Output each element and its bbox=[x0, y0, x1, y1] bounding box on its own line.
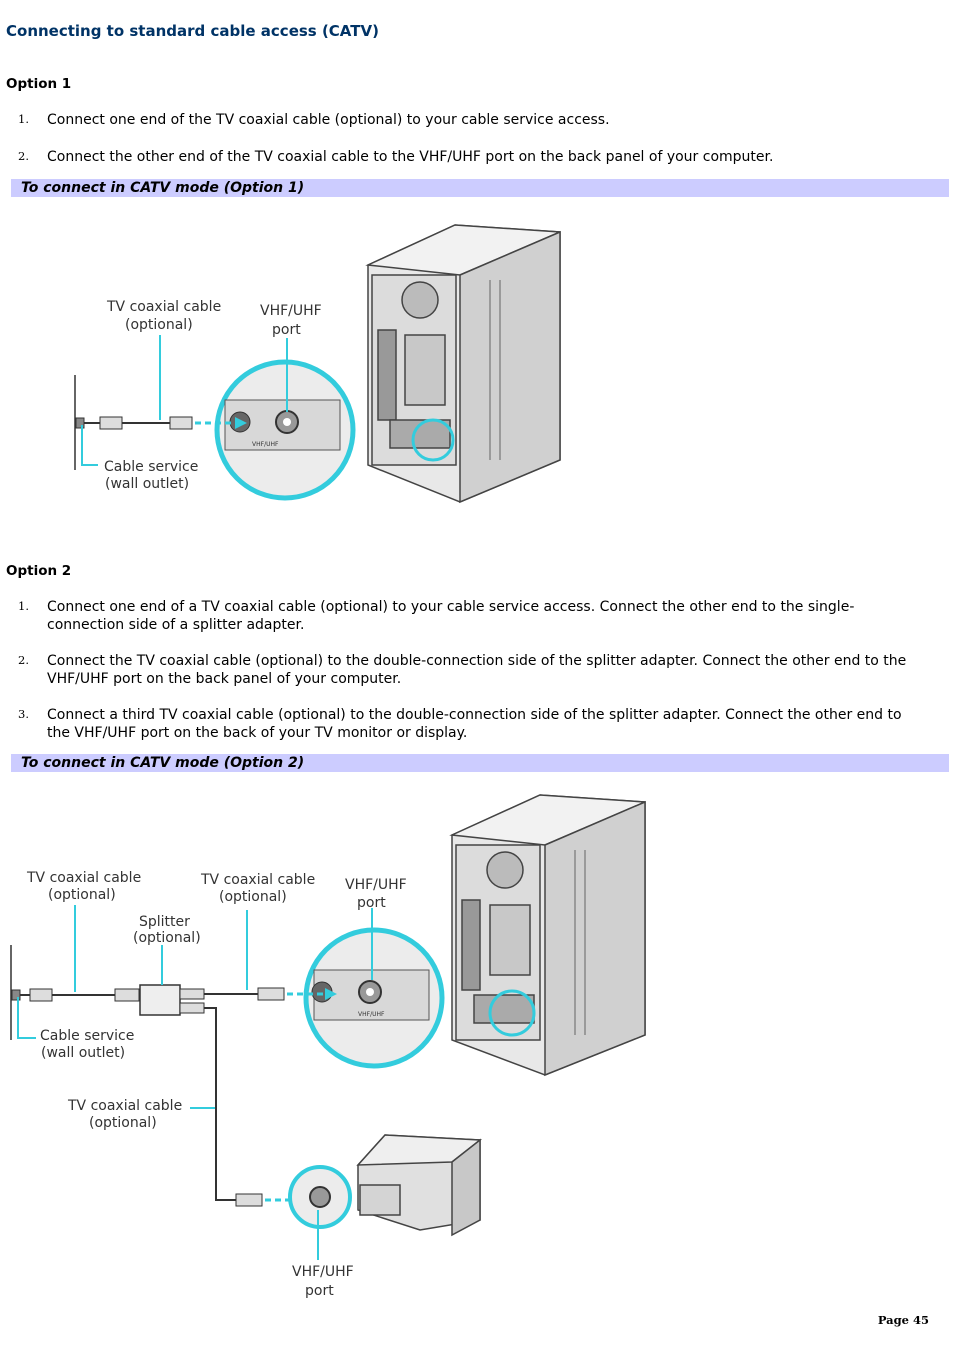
step-text: Connect the TV coaxial cable (optional) … bbox=[47, 653, 907, 687]
step-text: Connect one end of a TV coaxial cable (o… bbox=[47, 599, 855, 633]
figure-caption: To connect in CATV mode (Option 1) bbox=[21, 180, 305, 196]
port-plate-label: VHF/UHF bbox=[252, 441, 279, 448]
outlet-label-2: (wall outlet) bbox=[105, 476, 189, 492]
cable-label-optional: (optional) bbox=[219, 889, 287, 905]
cable-label-optional: (optional) bbox=[48, 887, 116, 903]
tv-port-label: VHF/UHF bbox=[292, 1264, 354, 1280]
step-number: 2. bbox=[18, 149, 29, 163]
cable-connector bbox=[29, 988, 53, 1002]
cable-label: TV coaxial cable bbox=[67, 1098, 182, 1114]
cable-label-optional: (optional) bbox=[125, 317, 193, 333]
option-2-heading: Option 2 bbox=[6, 563, 72, 579]
figure-caption-bar: To connect in CATV mode (Option 2) bbox=[11, 754, 949, 772]
step-number: 1. bbox=[18, 599, 29, 613]
cable-label: TV coaxial cable bbox=[106, 299, 221, 315]
option-2-diagram: VHF/UHF TV coaxial cable (optional) TV c… bbox=[10, 794, 646, 1299]
outlet-label: Cable service bbox=[104, 459, 198, 475]
step-text: Connect the other end of the TV coaxial … bbox=[47, 149, 774, 165]
step-number: 3. bbox=[18, 707, 29, 721]
step-number: 1. bbox=[18, 112, 29, 126]
outlet-label-2: (wall outlet) bbox=[41, 1045, 125, 1061]
port-highlight-circle bbox=[488, 989, 536, 1037]
port-label: VHF/UHF bbox=[345, 877, 407, 893]
computer-tower bbox=[449, 794, 646, 1077]
port-plate-label: VHF/UHF bbox=[358, 1011, 385, 1018]
cable-connector bbox=[257, 987, 285, 1001]
outlet-label: Cable service bbox=[40, 1028, 134, 1044]
cable-connector bbox=[114, 988, 140, 1002]
option-1-diagram: VHF/UHF TV coaxial cable (optional) VHF/… bbox=[74, 224, 561, 504]
option-1-heading: Option 1 bbox=[6, 76, 72, 92]
figure-caption-bar: To connect in CATV mode (Option 1) bbox=[11, 179, 949, 197]
cable-connector bbox=[99, 416, 123, 430]
splitter-label: Splitter bbox=[139, 914, 190, 930]
tv-port-label-2: port bbox=[305, 1283, 334, 1299]
port-label: VHF/UHF bbox=[260, 303, 322, 319]
step-text: Connect one end of the TV coaxial cable … bbox=[47, 112, 610, 128]
page-title: Connecting to standard cable access (CAT… bbox=[6, 22, 379, 40]
cable-label-optional: (optional) bbox=[89, 1115, 157, 1131]
figure-caption: To connect in CATV mode (Option 2) bbox=[21, 755, 305, 771]
port-label-2: port bbox=[272, 322, 301, 338]
cable-label: TV coaxial cable bbox=[200, 872, 315, 888]
page-number: Page 45 bbox=[877, 1313, 929, 1327]
port-highlight-circle bbox=[411, 418, 455, 462]
cable-connector bbox=[235, 1193, 263, 1207]
computer-tower bbox=[365, 224, 561, 504]
step-text: Connect a third TV coaxial cable (option… bbox=[47, 707, 902, 741]
step-number: 2. bbox=[18, 653, 29, 667]
port-label-2: port bbox=[357, 895, 386, 911]
splitter-label-optional: (optional) bbox=[133, 930, 201, 946]
cable-label: TV coaxial cable bbox=[26, 870, 141, 886]
tv-monitor bbox=[356, 1134, 483, 1237]
cable-connector bbox=[169, 416, 193, 430]
coaxial-cable bbox=[204, 1007, 236, 1201]
splitter-adapter bbox=[139, 984, 181, 1016]
